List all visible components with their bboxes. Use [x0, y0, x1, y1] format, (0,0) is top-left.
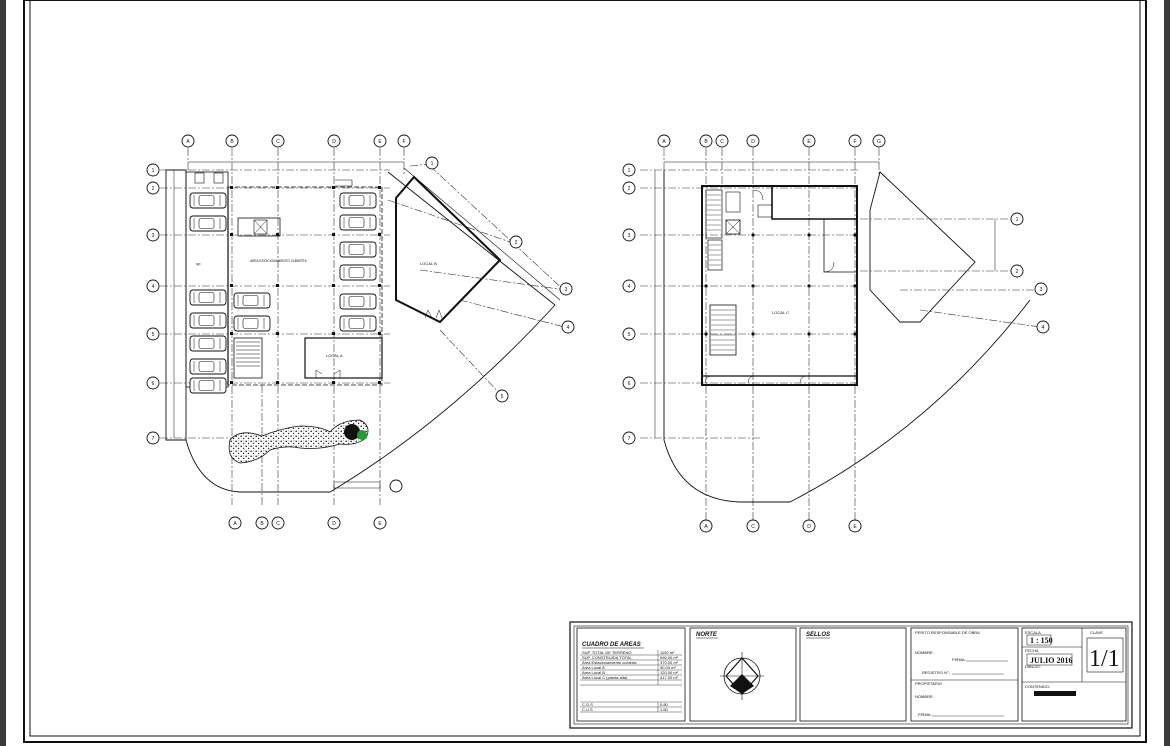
content-stamp	[1034, 691, 1076, 696]
north-arrow-icon	[720, 652, 764, 700]
grid-label: 1	[628, 168, 631, 174]
grid-label: F	[402, 139, 405, 145]
grid-label: E	[378, 139, 382, 145]
grid-label: D	[332, 521, 336, 527]
shrub-icon	[357, 430, 367, 440]
date-value: JULIO 2016	[1030, 656, 1072, 665]
grid-label: 4	[152, 284, 155, 290]
grid-label: D	[332, 139, 336, 145]
grid-bubbles-left	[146, 134, 575, 530]
local-a-label: LOCAL A	[326, 353, 343, 358]
grid-label: A	[704, 524, 708, 530]
grid-label: 2	[515, 240, 518, 246]
area-row-value: 1130 m²	[660, 650, 675, 655]
perito-nombre: NOMBRE:	[915, 650, 934, 655]
area-row-value: 370.00 m²	[660, 660, 679, 665]
grid-label: 5	[501, 394, 504, 400]
grid-label: 2	[152, 186, 155, 192]
grid-label: D	[751, 139, 755, 145]
area-row-label: Area Local A	[582, 665, 605, 670]
grid-label: 3	[565, 287, 568, 293]
scale-value: 1 : 150	[1030, 636, 1053, 645]
local-c-label: LOCAL C	[772, 310, 789, 315]
area-row-value: 990.00 m²	[660, 655, 679, 660]
grid-label: C	[276, 139, 280, 145]
perito-firma: FIRMA:	[952, 657, 966, 662]
grid-label: 1	[431, 161, 434, 167]
grid-label: 4	[1042, 325, 1045, 331]
propietario-nombre: NOMBRE:	[915, 694, 934, 699]
area-row-label: Area Local C (planta alta)	[582, 675, 628, 680]
coef-label: C.U.S	[582, 707, 593, 712]
grid-label: 3	[628, 233, 631, 239]
grid-label: C	[751, 524, 755, 530]
area-row-value: 120.00 m²	[660, 670, 679, 675]
area-row-label: Area Estacionamiento cubierta	[582, 660, 637, 665]
norte-label: NORTE	[696, 632, 718, 638]
coef-label: C.O.S	[582, 702, 593, 707]
svg-text:up: up	[196, 261, 201, 266]
grid-label: A	[662, 139, 666, 145]
cuadro-title: CUADRO DE AREAS	[582, 642, 641, 648]
area-row-label: SUP. TOTAL DE TERRENO	[582, 650, 632, 655]
area-row-value: 417.00 m²	[660, 675, 679, 680]
area-row-label: SUP. CONSTRUIDA TOTAL	[582, 655, 632, 660]
clave-label: CLAVE	[1090, 630, 1103, 635]
grid-label: 1	[1016, 217, 1019, 223]
area-row-label: Area Local B	[582, 670, 605, 675]
grid-label: 3	[152, 233, 155, 239]
area-row-value: 90.00 m²	[660, 665, 676, 670]
title-block: CUADRO DE AREAS SUP. TOTAL DE TERRENO 11…	[569, 621, 1133, 729]
grid-label: D	[807, 524, 811, 530]
grid-label: 1	[152, 168, 155, 174]
sellos-label: SELLOS	[806, 632, 830, 638]
grid-label: 4	[628, 284, 631, 290]
grid-label: B	[260, 521, 264, 527]
fecha-label: FECHA	[1025, 648, 1039, 653]
propietario-title: PROPIETARIO	[915, 681, 942, 686]
grid-label: C	[720, 139, 724, 145]
escala-label: ESCALA	[1025, 630, 1041, 635]
grid-label: 6	[152, 381, 155, 387]
grid-label: B	[704, 139, 708, 145]
coef-value: 0.80	[660, 702, 669, 707]
local-b-label: LOCAL B	[420, 261, 437, 266]
grid-label: 7	[628, 436, 631, 442]
upper-floor-plan: LOCAL C A B C D E F G 1 2 3 4 5 6 7 A C	[622, 134, 1050, 533]
grid-label: 5	[628, 332, 631, 338]
perito-title: PERITO RESPONSABLE DE OBRA	[915, 630, 980, 635]
grid-label: 3	[1040, 287, 1043, 293]
propietario-firma: FIRMA:	[918, 712, 932, 717]
sheet-number: 1/1	[1089, 646, 1120, 672]
grid-label: 2	[1016, 269, 1019, 275]
grid-label: 7	[152, 436, 155, 442]
grid-label: 2	[628, 186, 631, 192]
grid-label: 4	[567, 325, 570, 331]
grid-label: C	[276, 521, 280, 527]
grid-label: 6	[628, 381, 631, 387]
grid-label: F	[853, 139, 856, 145]
grid-bubbles-right	[622, 134, 1050, 533]
dibujo-label: DIBUJO:	[1025, 664, 1041, 669]
grid-label: A	[186, 139, 190, 145]
grid-label: E	[807, 139, 811, 145]
contenido-label: CONTENIDO:	[1025, 684, 1050, 689]
grid-label: G	[877, 139, 881, 145]
coef-value: 1.60	[660, 707, 669, 712]
grid-label: A	[233, 521, 237, 527]
grid-label: B	[230, 139, 234, 145]
grid-label: 5	[152, 332, 155, 338]
parking-area-label: AREA ESTACIONAMIENTO CUBIERTA	[250, 259, 307, 263]
ground-floor-plan: LOCAL A AREA ESTACIONAMIENTO CUBIERTA up…	[146, 134, 575, 530]
perito-registro: REGISTRO N°:	[922, 670, 950, 675]
tree-icon	[344, 424, 360, 440]
grid-label: E	[853, 524, 857, 530]
grid-label: E	[378, 521, 382, 527]
